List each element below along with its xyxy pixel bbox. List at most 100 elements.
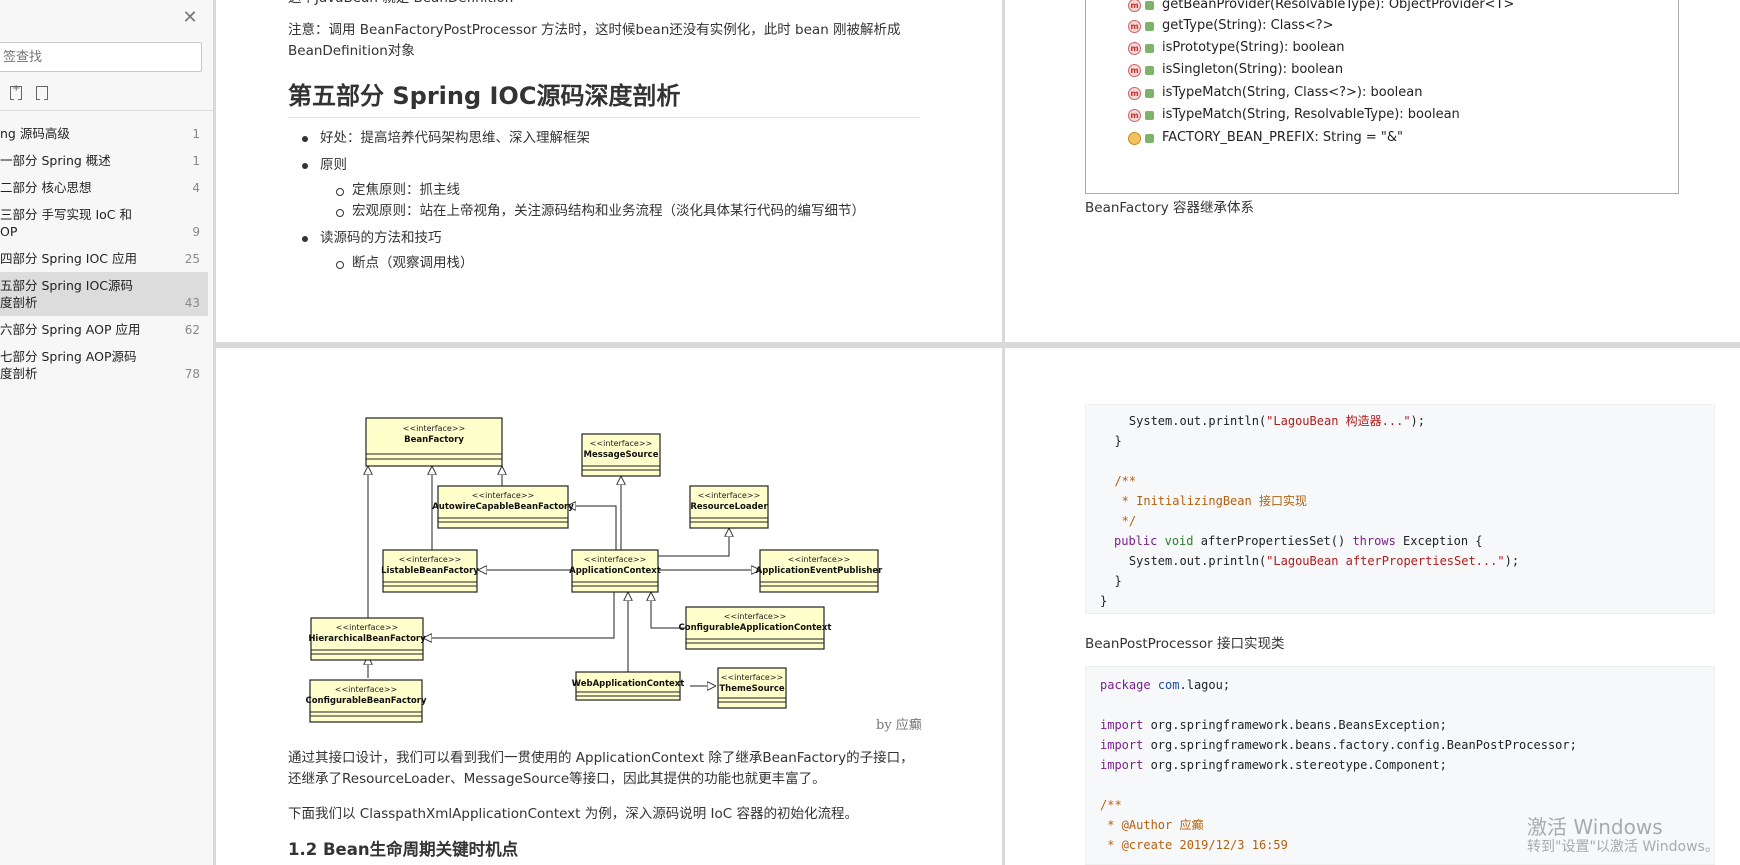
activation-watermark-subtitle: 转到"设置"以激活 Windows。 — [1527, 839, 1719, 855]
uml-stereotype: <<interface>> — [336, 623, 399, 632]
close-sidebar-icon[interactable]: ✕ — [182, 7, 198, 28]
code-line: System.out.println("LagouBean 构造器..."); — [1100, 414, 1425, 428]
paragraph-line: 还继承了ResourceLoader、MessageSource等接口，因此其提… — [288, 771, 826, 787]
uml-node-configurableapplicationcontext: <<interface>> ConfigurableApplicationCon… — [679, 606, 832, 650]
static-field-icon — [1128, 131, 1141, 145]
toc-item-page: 25 — [184, 252, 200, 266]
uml-node-webapplicationcontext: WebApplicationContext — [572, 671, 685, 701]
document-page-bottom-right: System.out.println("LagouBean 构造器..."); … — [1005, 348, 1740, 865]
activation-watermark-title: 激活 Windows — [1527, 815, 1663, 839]
uml-stereotype: <<interface>> — [698, 491, 761, 500]
method-icon: m — [1128, 108, 1141, 122]
method-row: m getType(String): Class<?> — [1128, 16, 1334, 36]
uml-stereotype: <<interface>> — [724, 612, 787, 621]
bookmark-icon[interactable] — [36, 86, 48, 101]
uml-class-diagram: <<interface>> BeanFactory <<interface>> … — [305, 417, 883, 723]
toc-item-page: 62 — [184, 323, 200, 337]
method-icon: m — [1128, 63, 1141, 77]
uml-node-label: ThemeSource — [719, 684, 784, 694]
uml-node-messagesource: <<interface>> MessageSource — [581, 433, 661, 477]
paragraph-line: 通过其接口设计，我们可以看到我们一贯使用的 ApplicationContext… — [288, 750, 914, 766]
code-line: public void afterPropertiesSet() throws … — [1114, 534, 1483, 548]
public-access-icon — [1145, 110, 1154, 120]
method-signature: isTypeMatch(String, Class<?>): boolean — [1162, 85, 1423, 100]
method-signature: isSingleton(String): boolean — [1162, 62, 1344, 77]
public-access-icon — [1145, 0, 1154, 10]
method-signature: isPrototype(String): boolean — [1162, 40, 1345, 55]
uml-node-configurablebeanfactory: <<interface>> ConfigurableBeanFactory — [305, 679, 427, 723]
method-signature: isTypeMatch(String, ResolvableType): boo… — [1162, 107, 1460, 122]
method-icon: m — [1128, 19, 1141, 33]
sub-list-item: 断点（观察调用栈） — [320, 253, 928, 274]
toc-item-label: 五部分 Spring IOC源码 度剖析 — [0, 278, 134, 310]
toc-item-label: 六部分 Spring AOP 应用 — [0, 322, 141, 337]
subsection-heading: 1.2 Bean生命周期关键时机点 — [288, 840, 519, 859]
public-access-icon — [1145, 43, 1154, 53]
sub-list-item: 定焦原则：抓主线 — [320, 180, 928, 201]
code-line: * InitializingBean 接口实现 — [1100, 494, 1307, 508]
sub-list-item: 宏观原则：站在上帝视角，关注源码结构和业务流程（淡化具体某行代码的编写细节） — [320, 201, 928, 222]
list-item-text: 好处：提高培养代码架构思维、深入理解框架 — [320, 130, 590, 146]
public-access-icon — [1145, 133, 1154, 143]
field-row: FACTORY_BEAN_PREFIX: String = "&" — [1128, 128, 1403, 148]
sidebar-divider — [0, 110, 213, 111]
cut-off-text: 这个JavaBean 就是 BeanDefinition — [288, 0, 513, 9]
code-line: import org.springframework.stereotype.Co… — [1100, 758, 1447, 772]
toc-item-label: 二部分 核心思想 — [0, 180, 92, 195]
uml-node-applicationcontext: <<interface>> ApplicationContext — [569, 549, 661, 593]
toc-item-page: 78 — [184, 367, 200, 381]
code-block: System.out.println("LagouBean 构造器..."); … — [1085, 404, 1715, 614]
toc-item-page: 43 — [184, 296, 200, 310]
uml-stereotype: <<interface>> — [403, 424, 466, 433]
code-line: /** — [1100, 798, 1122, 812]
method-row: m isSingleton(String): boolean — [1128, 60, 1343, 80]
list-item: 好处：提高培养代码架构思维、深入理解框架 — [288, 128, 928, 149]
section-heading: 第五部分 Spring IOC源码深度剖析 — [288, 76, 920, 118]
figure-caption: BeanFactory 容器继承体系 — [1085, 200, 1255, 216]
method-icon: m — [1128, 86, 1141, 100]
note-text-line2: BeanDefinition对象 — [288, 43, 415, 59]
uml-node-label: AutowireCapableBeanFactory — [432, 502, 574, 512]
code-line: */ — [1100, 514, 1137, 528]
toc-item-label: 一部分 Spring 概述 — [0, 153, 111, 168]
uml-node-label: ResourceLoader — [690, 502, 768, 512]
method-icon: m — [1128, 0, 1141, 12]
uml-node-label: ConfigurableApplicationContext — [679, 623, 832, 633]
diagram-author: by 应癫 — [876, 718, 922, 733]
method-signature: getType(String): Class<?> — [1162, 18, 1334, 33]
paragraph: 下面我们以 ClasspathXmlApplicationContext 为例，… — [288, 806, 859, 822]
bookmark-search-input[interactable] — [0, 42, 202, 72]
uml-stereotype: <<interface>> — [335, 685, 398, 694]
uml-relations — [368, 466, 760, 686]
uml-stereotype: <<interface>> — [584, 555, 647, 564]
bookmark-toolbar — [10, 83, 48, 101]
list-item: 原则 定焦原则：抓主线 宏观原则：站在上帝视角，关注源码结构和业务流程（淡化具体… — [288, 155, 928, 222]
toc-item-label: ng 源码高级 — [0, 126, 70, 141]
uml-node-label: WebApplicationContext — [572, 679, 685, 689]
code-line: /** — [1100, 474, 1137, 488]
code-line: } — [1100, 434, 1122, 448]
bullet-list: 好处：提高培养代码架构思维、深入理解框架 原则 定焦原则：抓主线 宏观原则：站在… — [288, 128, 928, 280]
add-bookmark-icon[interactable] — [10, 83, 22, 101]
toc-item[interactable]: 六部分 Spring AOP 应用 62 — [0, 316, 208, 343]
sub-list: 断点（观察调用栈） — [320, 253, 928, 274]
document-page-top-left: 这个JavaBean 就是 BeanDefinition 注意：调用 BeanF… — [216, 0, 1002, 342]
code-line: } — [1100, 594, 1108, 608]
uml-stereotype: <<interface>> — [721, 673, 784, 682]
code-line: import org.springframework.beans.BeansEx… — [1100, 718, 1447, 732]
field-signature: FACTORY_BEAN_PREFIX: String = "&" — [1162, 130, 1403, 145]
public-access-icon — [1145, 65, 1154, 75]
toc-item-active[interactable]: 五部分 Spring IOC源码 度剖析 43 — [0, 272, 208, 316]
uml-node-label: ConfigurableBeanFactory — [305, 696, 426, 706]
